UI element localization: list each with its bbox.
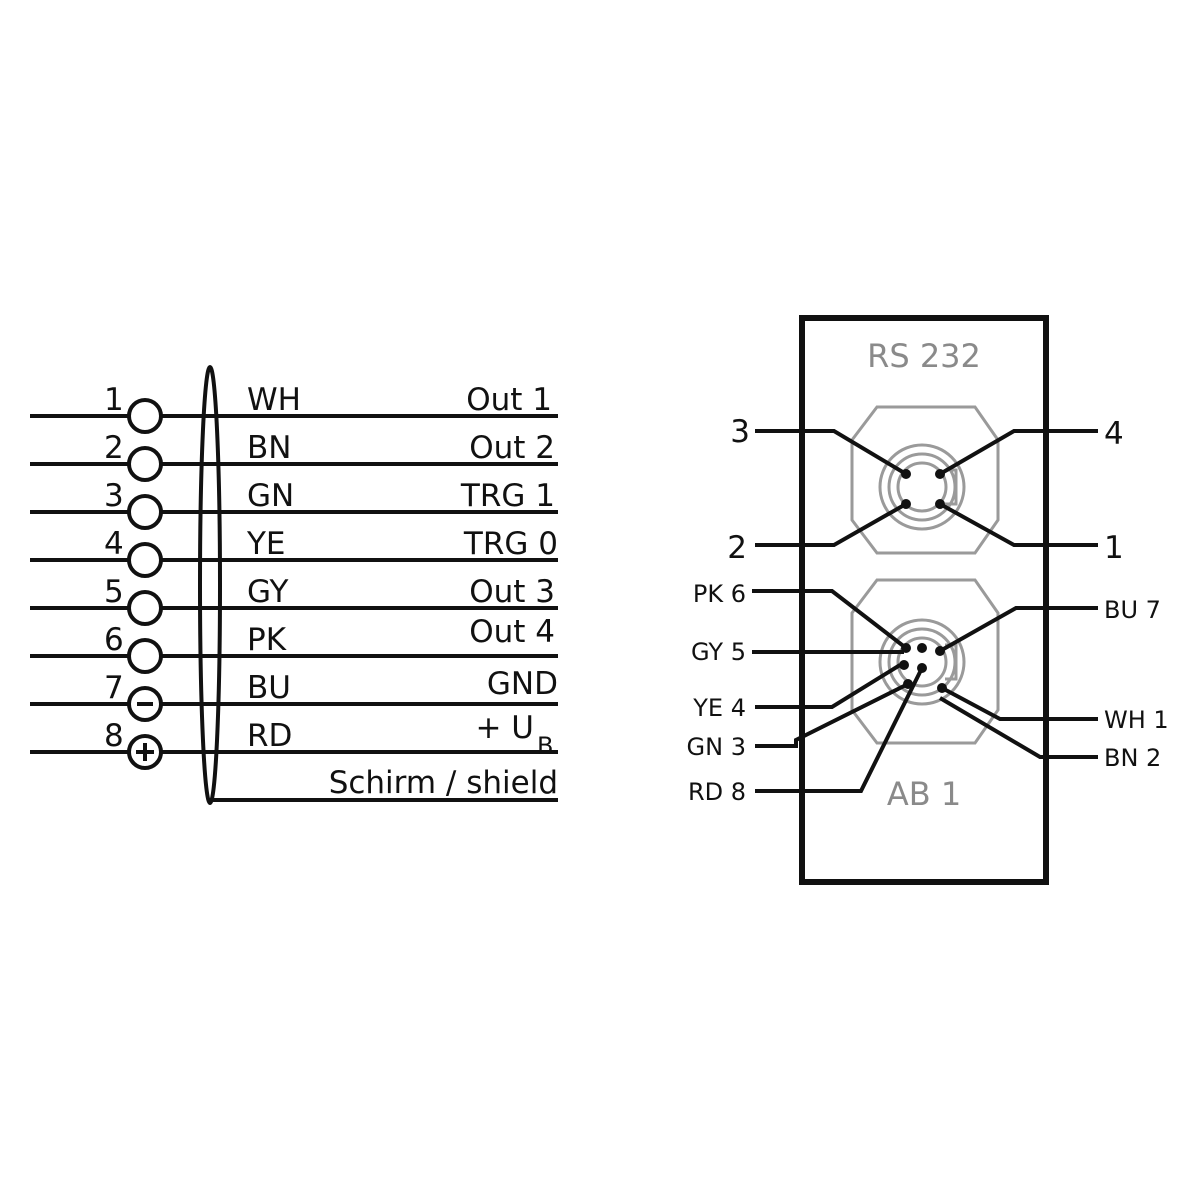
- wire-color: WH: [247, 382, 301, 418]
- ab1-pin-label: PK 6: [693, 580, 746, 608]
- signal-label: GND: [487, 666, 558, 702]
- signal-label: TRG 1: [460, 478, 555, 514]
- pin-number: 7: [104, 670, 124, 706]
- cable-wiring: Schirm / shield 1 WH Out 1 2 BN Out 2 3 …: [30, 365, 558, 805]
- terminal-circle: [127, 398, 163, 434]
- pin-number: 1: [104, 382, 124, 418]
- pin-row: 4 YE TRG 0: [30, 526, 558, 578]
- rs232-pin-label: 1: [1104, 530, 1124, 566]
- pin-number: 2: [104, 430, 124, 466]
- pin-row: 5 GY Out 3: [30, 574, 558, 626]
- pin-number: 6: [104, 622, 124, 658]
- ab1-pin-label: GY 5: [691, 638, 746, 666]
- rs232-pin-label: 3: [730, 414, 750, 450]
- terminal-circle: [127, 446, 163, 482]
- pin-row: 8 RD + U B: [30, 710, 558, 770]
- ab1-pin-label: WH 1: [1104, 706, 1169, 734]
- pin-number: 3: [104, 478, 124, 514]
- wire-color: BN: [247, 430, 291, 466]
- pin-row: 2 BN Out 2: [30, 430, 558, 482]
- terminal-circle: [127, 494, 163, 530]
- pin-number: 4: [104, 526, 124, 562]
- wire-color: YE: [246, 526, 286, 562]
- ab1-pin-label: YE 4: [692, 694, 746, 722]
- pin-row: 1 WH Out 1: [30, 382, 558, 434]
- rs232-pin-wires: [755, 429, 1098, 547]
- signal-label: Out 1: [466, 382, 552, 418]
- pin-row: 7 BU GND: [30, 666, 558, 722]
- terminal-circle: [127, 590, 163, 626]
- signal-label: Out 2: [469, 430, 555, 466]
- wire-color: GY: [247, 574, 288, 610]
- pin-row: 3 GN TRG 1: [30, 478, 558, 530]
- ab1-pin-wires: [752, 589, 1098, 793]
- pin-number: 8: [104, 718, 124, 754]
- ab1-connector-icon: [850, 578, 1000, 745]
- wire-color: BU: [247, 670, 291, 706]
- wire-color: RD: [247, 718, 292, 754]
- terminal-circle: [127, 542, 163, 578]
- pin-number: 5: [104, 574, 124, 610]
- pin-row: 6 PK Out 4: [30, 614, 558, 674]
- ab1-pin-label: RD 8: [688, 778, 746, 806]
- shield-ellipse: [198, 365, 222, 805]
- terminal-circle: [127, 638, 163, 674]
- signal-label: + U: [475, 710, 534, 746]
- signal-label: Out 4: [469, 614, 555, 650]
- panel-frame: [799, 315, 1049, 885]
- ab1-pin-label: BU 7: [1104, 596, 1161, 624]
- ab1-title: AB 1: [887, 775, 961, 813]
- signal-subscript: B: [537, 732, 553, 760]
- signal-label: Out 3: [469, 574, 555, 610]
- rs232-connector-icon: [850, 405, 1000, 555]
- shield-label: Schirm / shield: [329, 765, 558, 801]
- wire-color: GN: [247, 478, 294, 514]
- rs232-title: RS 232: [867, 337, 981, 375]
- wire-color: PK: [247, 622, 287, 658]
- signal-label: TRG 0: [463, 526, 558, 562]
- rs232-pin-label: 4: [1104, 416, 1124, 452]
- connector-panel: RS 232 AB 1 3 4: [687, 315, 1169, 885]
- ab1-pin-label: GN 3: [687, 733, 746, 761]
- rs232-pin-label: 2: [727, 530, 747, 566]
- ab1-pin-label: BN 2: [1104, 744, 1161, 772]
